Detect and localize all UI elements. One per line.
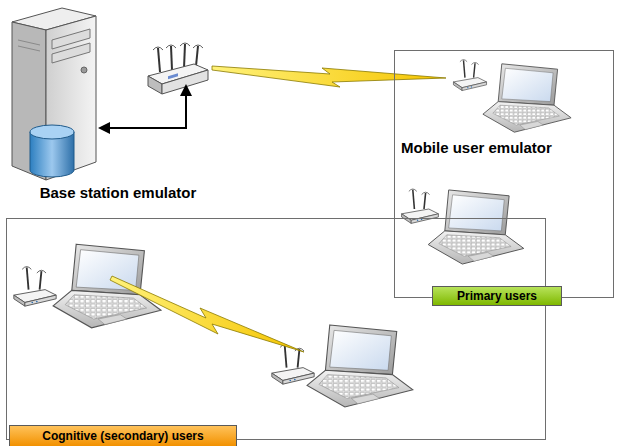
server-icon [12,8,96,180]
database-cylinder [30,125,74,177]
component-label: Base station emulator [40,184,197,201]
base-router-icon [148,43,208,94]
text-holder: Mobile user emulator [401,139,552,157]
label-holder: Base station emulator [18,184,218,202]
group-tag: Cognitive (secondary) users [9,425,237,446]
router-icon [272,345,314,385]
link-arrow [98,84,192,134]
laptop-icon [53,244,161,328]
group-label: Cognitive (secondary) users [42,429,203,443]
laptop-icon [428,190,524,264]
wireless-bolt [110,276,304,352]
router-icon [14,267,56,307]
router-icon [453,60,486,91]
device-label: Mobile user emulator [401,139,552,156]
group-label: Primary users [457,289,537,303]
wireless-bolt [212,66,446,87]
group-tag: Primary users [432,286,562,306]
user-group-region: Mobile user emulatorPrimary users [394,50,614,298]
laptop-icon [307,325,413,407]
user-group-region: Cognitive (secondary) users [6,218,546,440]
laptop-icon [483,64,571,132]
